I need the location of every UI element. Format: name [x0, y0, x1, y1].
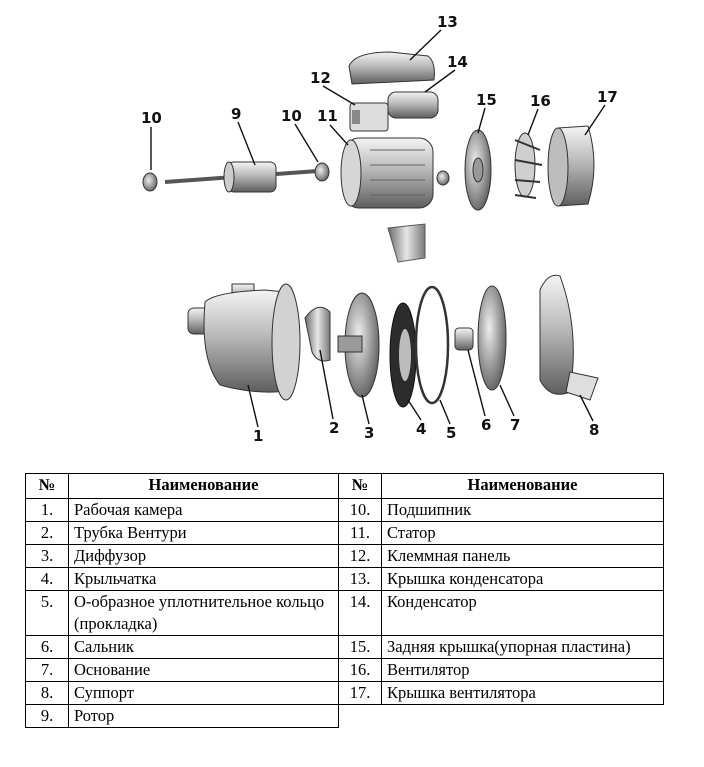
- table-row: 5. О-образное уплотнительное кольцо (про…: [25, 590, 664, 636]
- part-rotor: [164, 161, 319, 193]
- part-name: Вентилятор: [381, 658, 664, 682]
- callout-13: 13: [437, 13, 458, 31]
- part-num: 2.: [25, 521, 69, 545]
- header-num-right: №: [338, 473, 382, 499]
- part-bearing-right: [314, 162, 330, 182]
- callout-3: 3: [364, 424, 374, 442]
- part-fan: [514, 132, 543, 199]
- table-row: 9. Ротор: [25, 704, 664, 728]
- callout-10-left: 10: [141, 109, 162, 127]
- callout-17: 17: [597, 88, 618, 106]
- part-rear-cover: [464, 129, 492, 211]
- table-row: 1. Рабочая камера 10. Подшипник: [25, 498, 664, 522]
- part-num: 1.: [25, 498, 69, 522]
- part-num: 8.: [25, 681, 69, 705]
- part-name: Статор: [381, 521, 664, 545]
- part-name: Основание: [68, 658, 339, 682]
- part-capacitor-cover: [348, 51, 435, 85]
- part-name: Крышка вентилятора: [381, 681, 664, 705]
- part-name: Диффузор: [68, 544, 339, 568]
- callout-2: 2: [329, 419, 339, 437]
- callout-11: 11: [317, 107, 338, 125]
- table-row: 3. Диффузор 12. Клеммная панель: [25, 544, 664, 568]
- header-name-right: Наименование: [381, 473, 664, 499]
- part-name: О-образное уплотнительное кольцо (прокла…: [68, 590, 339, 636]
- part-pump-chamber: [187, 283, 301, 401]
- part-name: Клеммная панель: [381, 544, 664, 568]
- part-num: 9.: [25, 704, 69, 728]
- callout-12: 12: [310, 69, 331, 87]
- part-num: 13.: [338, 567, 382, 591]
- header-num-left: №: [25, 473, 69, 499]
- part-name: Рабочая камера: [68, 498, 339, 522]
- table-row: 2. Трубка Вентури 11. Статор: [25, 521, 664, 545]
- callout-1: 1: [253, 427, 263, 445]
- part-name: Сальник: [68, 635, 339, 659]
- part-num: 7.: [25, 658, 69, 682]
- part-num: 5.: [25, 590, 69, 636]
- part-num: 11.: [338, 521, 382, 545]
- part-name: Крыльчатка: [68, 567, 339, 591]
- part-stator: [340, 137, 450, 263]
- part-name: Суппорт: [68, 681, 339, 705]
- table-row: 7. Основание 16. Вентилятор: [25, 658, 664, 682]
- callout-7: 7: [510, 416, 520, 434]
- header-name-left: Наименование: [68, 473, 339, 499]
- part-bearing-left: [142, 172, 158, 192]
- part-num: 15.: [338, 635, 382, 659]
- part-name: Крышка конденсатора: [381, 567, 664, 591]
- callout-10-right: 10: [281, 107, 302, 125]
- part-num: 12.: [338, 544, 382, 568]
- callout-8: 8: [589, 421, 599, 439]
- part-seal: [454, 327, 474, 351]
- empty-cell: [339, 705, 664, 728]
- leader-lines: [150, 29, 606, 428]
- callout-5: 5: [446, 424, 456, 442]
- callout-15: 15: [476, 91, 497, 109]
- part-num: 14.: [338, 590, 382, 636]
- part-venturi-tube: [304, 306, 331, 362]
- exploded-pump-diagram: 1 2 3 4 5 6 7 8 9 10 10 11 12 13 14 15 1…: [141, 13, 618, 445]
- part-num: 16.: [338, 658, 382, 682]
- part-num: 3.: [25, 544, 69, 568]
- callout-6: 6: [481, 416, 491, 434]
- part-diffuser: [337, 292, 380, 398]
- callout-9: 9: [231, 105, 241, 123]
- table-row: 6. Сальник 15. Задняя крышка(упорная пла…: [25, 635, 664, 659]
- table-row: 4. Крыльчатка 13. Крышка конденсатора: [25, 567, 664, 591]
- part-num: 17.: [338, 681, 382, 705]
- part-name: Задняя крышка(упорная пластина): [381, 635, 664, 659]
- part-terminal-panel: [349, 102, 389, 132]
- parts-table: № Наименование № Наименование 1. Рабочая…: [25, 473, 664, 728]
- part-impeller: [389, 302, 417, 408]
- part-name: Подшипник: [381, 498, 664, 522]
- part-name: Конденсатор: [381, 590, 664, 636]
- part-num: 10.: [338, 498, 382, 522]
- part-capacitor: [387, 91, 439, 119]
- callout-16: 16: [530, 92, 551, 110]
- part-num: 4.: [25, 567, 69, 591]
- table-row: 8. Суппорт 17. Крышка вентилятора: [25, 681, 664, 705]
- part-o-ring: [414, 285, 450, 405]
- part-num: 6.: [25, 635, 69, 659]
- table-header-row: № Наименование № Наименование: [25, 473, 664, 499]
- callout-labels: 1 2 3 4 5 6 7 8 9 10 10 11 12 13 14 15 1…: [141, 13, 618, 445]
- part-support: [539, 274, 599, 401]
- part-fan-cover: [547, 125, 595, 207]
- callout-14: 14: [447, 53, 468, 71]
- part-name: Ротор: [68, 704, 339, 728]
- part-name: Трубка Вентури: [68, 521, 339, 545]
- part-base: [477, 285, 507, 391]
- callout-4: 4: [416, 420, 426, 438]
